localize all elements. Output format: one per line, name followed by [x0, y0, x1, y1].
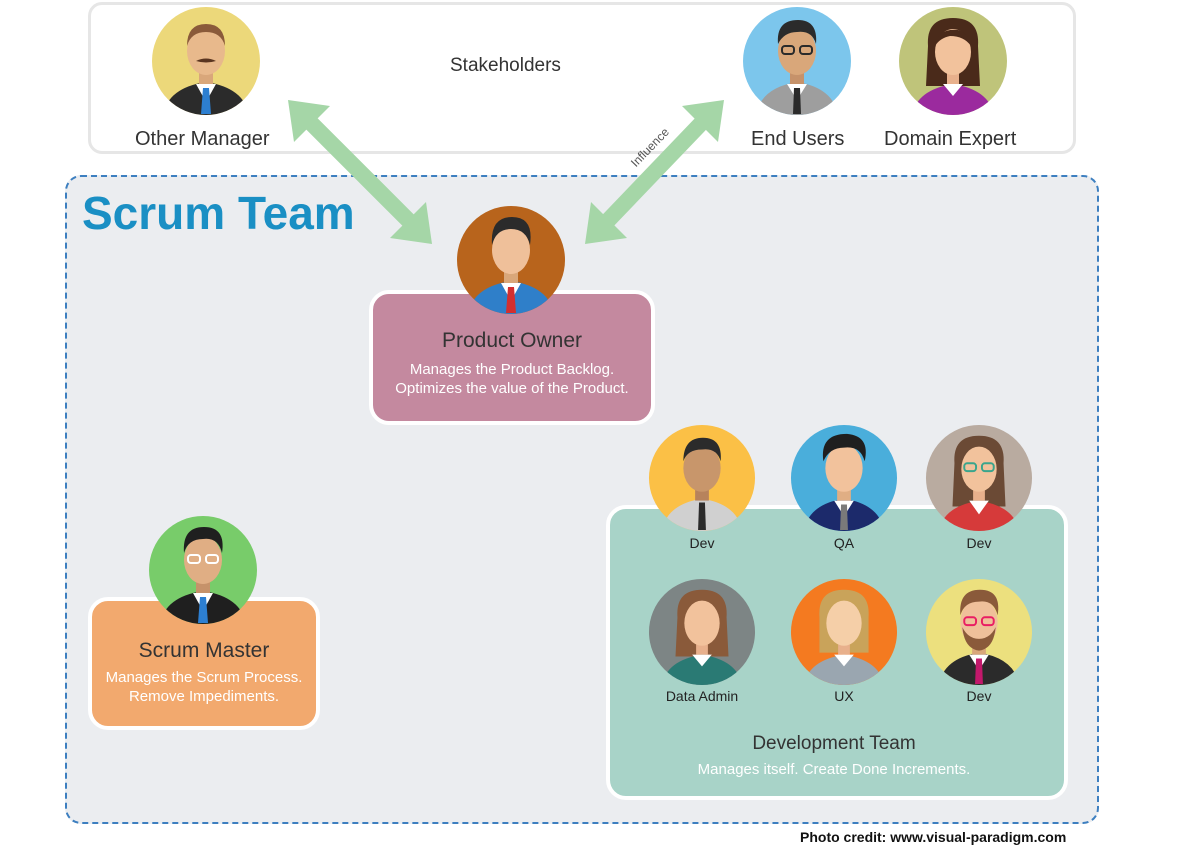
- scrum-master-title: Scrum Master: [138, 639, 270, 662]
- dev-team-member-avatar: [925, 578, 1033, 686]
- scrum-master-avatar: [148, 515, 258, 625]
- scrum-team-title: Scrum Team: [82, 187, 355, 239]
- stakeholder-label-other-manager: Other Manager: [135, 128, 270, 150]
- stakeholders-title: Stakeholders: [450, 55, 561, 76]
- domain-expert-avatar: [898, 6, 1008, 116]
- scrum-master-card: [88, 597, 320, 730]
- dev-team-member-label: Data Admin: [665, 688, 739, 704]
- dev-team-member-avatar: [648, 424, 756, 532]
- product-owner-line2: Optimizes the value of the Product.: [395, 380, 629, 397]
- scrum-master-line1: Manages the Scrum Process.: [105, 669, 303, 686]
- stakeholder-label-domain-expert: Domain Expert: [884, 128, 1017, 150]
- stakeholder-label-end-users: End Users: [751, 128, 845, 150]
- product-owner-line1: Manages the Product Backlog.: [409, 361, 615, 378]
- dev-team-member-label: QA: [833, 535, 855, 551]
- product-owner-avatar: [456, 205, 566, 315]
- dev-team-member-label: Dev: [689, 535, 715, 551]
- dev-team-member-avatar: [790, 424, 898, 532]
- dev-team-member-avatar: [648, 578, 756, 686]
- dev-team-member-label: Dev: [966, 535, 992, 551]
- dev-team-member-avatar: [925, 424, 1033, 532]
- dev-team-member-avatar: [790, 578, 898, 686]
- scrum-master-line2: Remove Impediments.: [128, 688, 280, 705]
- development-team-title: Development Team: [752, 733, 916, 754]
- dev-team-member-label: Dev: [966, 688, 992, 704]
- development-team-description: Manages itself. Create Done Increments.: [697, 761, 971, 778]
- dev-team-member-label: UX: [834, 688, 854, 704]
- other-manager-avatar: [151, 6, 261, 116]
- photo-credit: Photo credit: www.visual-paradigm.com: [800, 829, 1067, 845]
- product-owner-title: Product Owner: [441, 329, 583, 352]
- end-users-avatar: [742, 6, 852, 116]
